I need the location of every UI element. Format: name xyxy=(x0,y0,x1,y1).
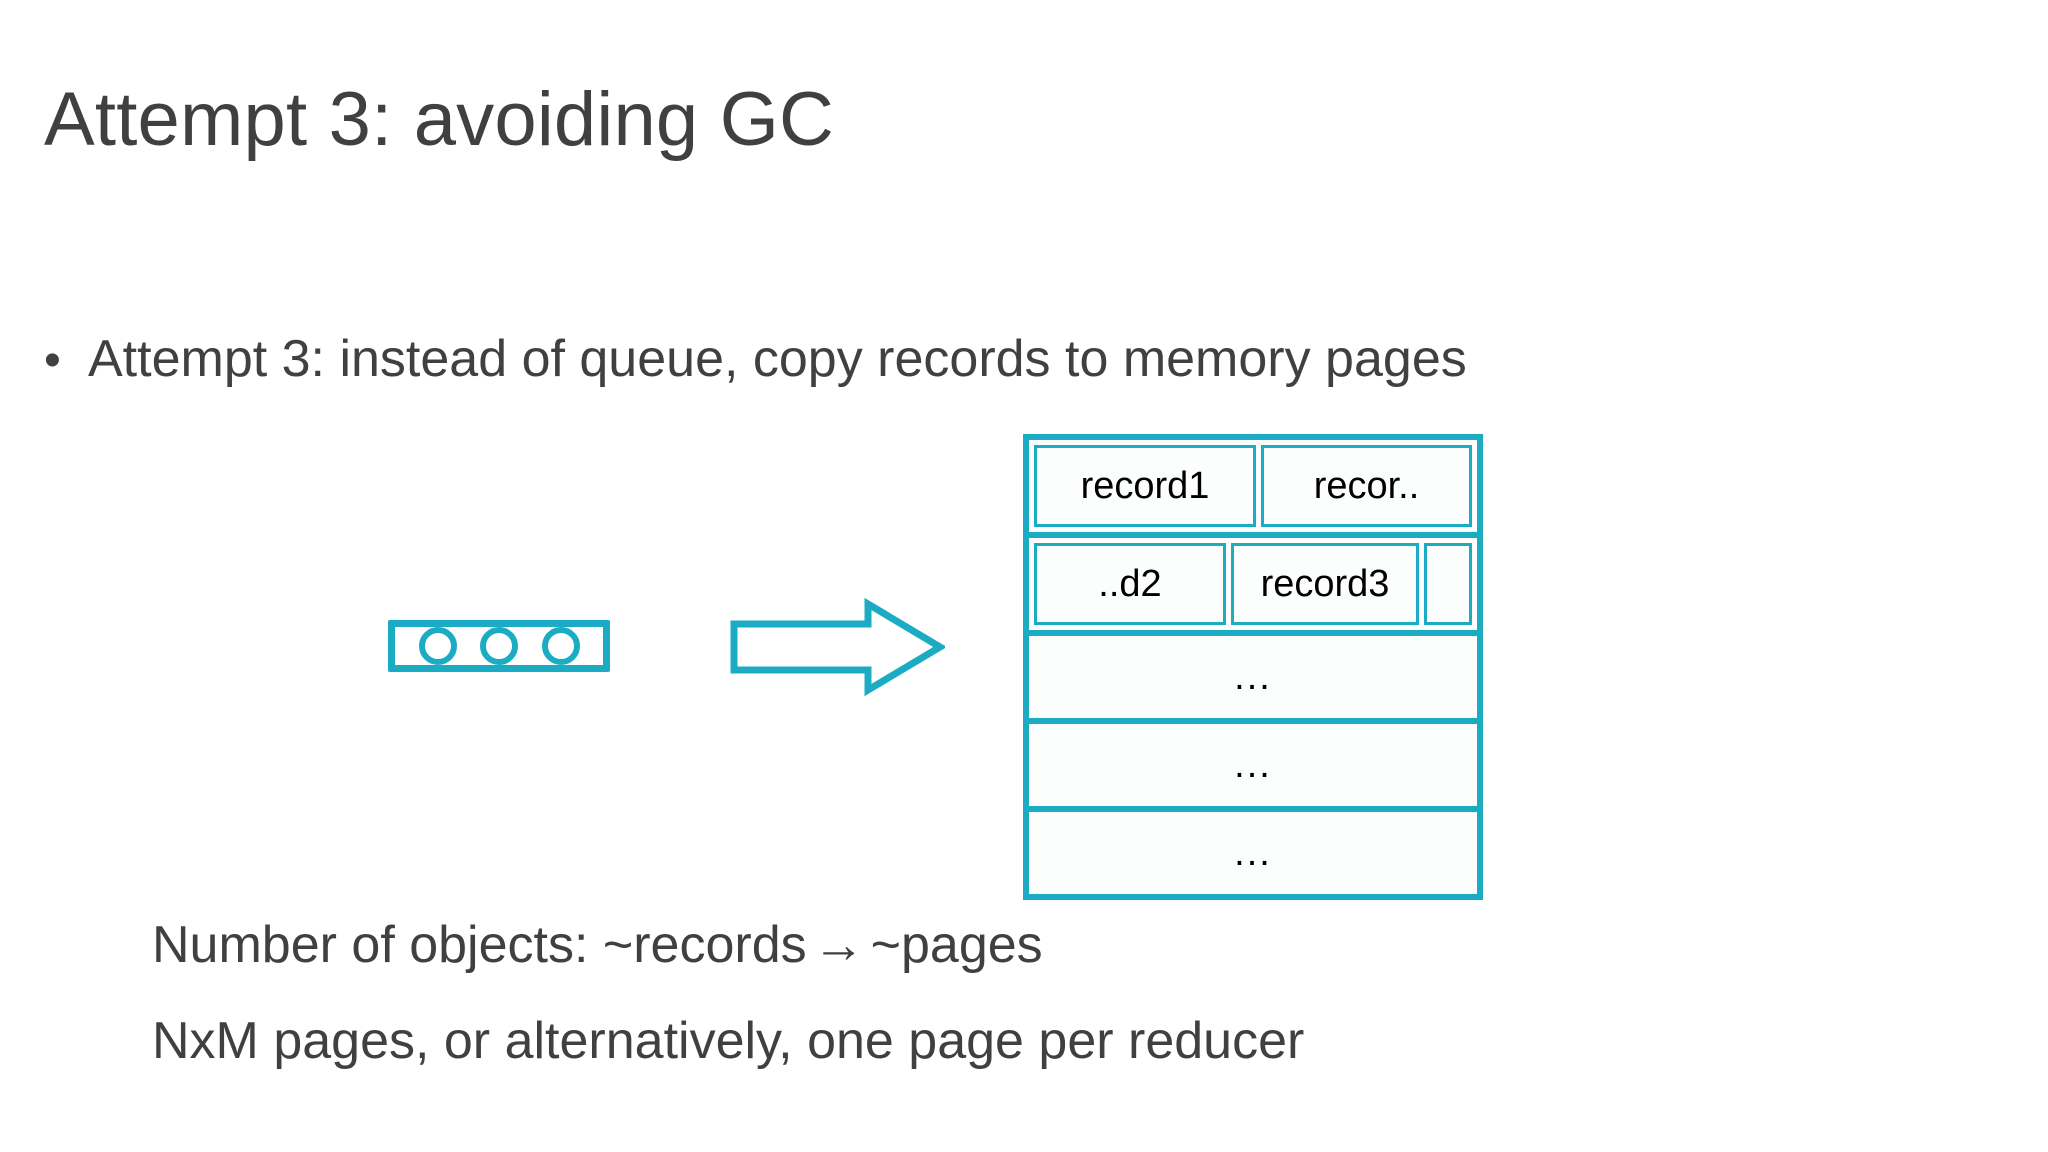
table-row: ..d2 record3 xyxy=(1029,538,1477,636)
caption-objects-count: Number of objects: ~records→~pages xyxy=(152,918,1043,973)
table-row: ... xyxy=(1029,724,1477,812)
table-cell: record3 xyxy=(1231,543,1419,625)
caption-prefix-text: Number of objects: ~records xyxy=(152,916,807,974)
memory-pages-table: record1 recor.. ..d2 record3 ... ... ... xyxy=(1023,434,1483,900)
table-cell-empty xyxy=(1424,543,1472,625)
caption-pages-layout: NxM pages, or alternatively, one page pe… xyxy=(152,1012,1305,1070)
table-cell-ellipsis: ... xyxy=(1234,743,1272,786)
bullet-text: Attempt 3: instead of queue, copy record… xyxy=(88,330,1467,388)
bullet-item: • Attempt 3: instead of queue, copy reco… xyxy=(44,332,1467,387)
table-row: record1 recor.. xyxy=(1029,440,1477,538)
table-cell-ellipsis: ... xyxy=(1234,831,1272,874)
page-title: Attempt 3: avoiding GC xyxy=(44,77,835,162)
queue-record-circle-icon xyxy=(480,627,518,665)
table-cell-ellipsis: ... xyxy=(1234,655,1272,698)
table-row: ... xyxy=(1029,812,1477,894)
queue-record-circle-icon xyxy=(418,627,457,665)
bullet-marker-icon: • xyxy=(44,334,61,387)
flow-arrow-right-icon xyxy=(730,598,945,696)
table-row: ... xyxy=(1029,636,1477,724)
queue-record-circle-icon xyxy=(541,627,580,665)
table-cell: record1 xyxy=(1034,445,1256,527)
table-cell: recor.. xyxy=(1261,445,1472,527)
record-queue-shape xyxy=(388,620,610,672)
right-arrow-icon: → xyxy=(812,916,865,974)
caption-suffix-text: ~pages xyxy=(870,916,1043,974)
table-cell: ..d2 xyxy=(1034,543,1226,625)
